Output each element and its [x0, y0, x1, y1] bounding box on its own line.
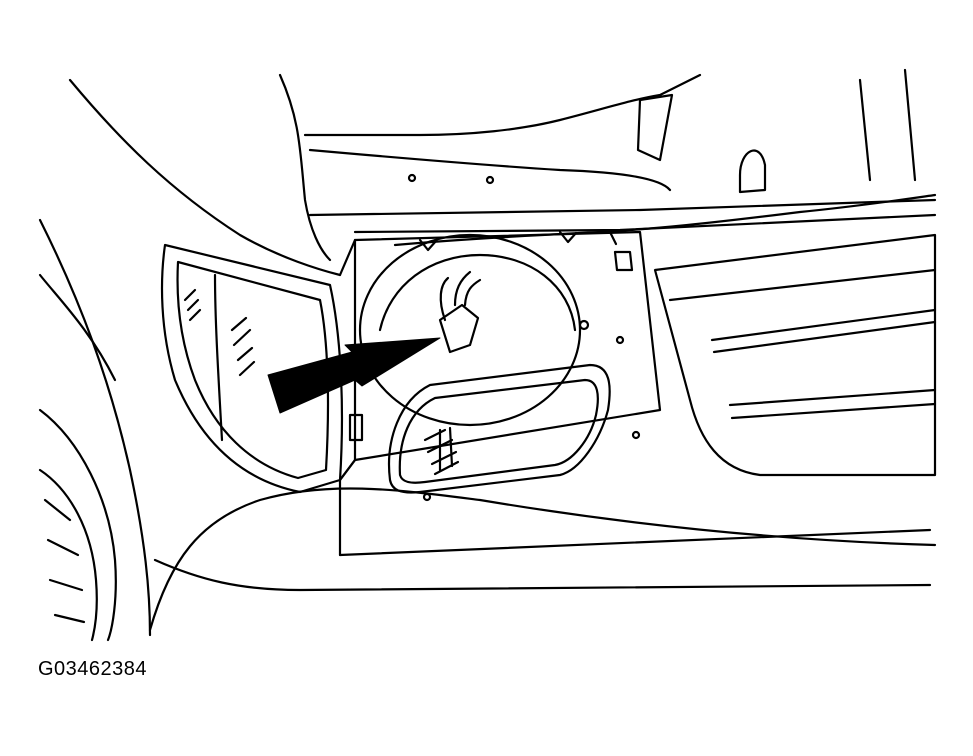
bumper-lower: [148, 487, 937, 632]
bumper-top-edge: [338, 528, 932, 557]
right-side-frame: [858, 68, 917, 182]
corner-lamp-inner: [176, 260, 330, 480]
grille-outline: [653, 233, 937, 477]
figure-id-label: G03462384: [38, 658, 148, 680]
headlamp-hatch: [423, 426, 460, 476]
pointer-arrow: [267, 337, 441, 414]
mount-bolt-2: [485, 175, 495, 185]
grille-bar-1: [668, 268, 937, 302]
wheel-arch: [38, 408, 117, 642]
connector-wires: [439, 270, 482, 322]
tire-tread-1: [43, 498, 72, 522]
tire-outer: [38, 468, 98, 642]
headlamp-lens: [388, 363, 611, 494]
mount-bolt-6: [631, 430, 641, 440]
headlamp-opening-floor: [338, 458, 357, 557]
side-bracket-2: [613, 250, 634, 272]
fender-inner-line: [38, 273, 117, 382]
headlamp-lens-inner: [398, 378, 599, 484]
bulb-connector: [438, 303, 480, 354]
mount-bolt-1: [407, 173, 417, 183]
fender-outer-line: [38, 218, 152, 637]
tire-tread-2: [46, 538, 80, 557]
hood-outline: [68, 78, 342, 277]
mount-bolt-5: [422, 492, 432, 502]
tire-tread-4: [53, 613, 86, 624]
upper-crossmember: [308, 198, 937, 217]
mount-bolt-4: [615, 335, 625, 345]
side-bracket: [348, 413, 364, 442]
lamp-hatch-2: [230, 316, 256, 377]
lamp-hatch-1: [183, 288, 202, 322]
grille-bar-2: [710, 308, 937, 354]
bumper-bottom: [153, 558, 932, 592]
grille-bar-3: [728, 388, 937, 420]
bucket-rim-inner: [378, 253, 577, 332]
strut-bracket: [636, 93, 674, 162]
headlamp-bucket: [358, 233, 582, 427]
corner-lamp-lens-divider: [213, 273, 224, 442]
hood-upper-curve: [278, 73, 332, 262]
corner-lamp-outer: [160, 243, 344, 494]
cowl-panel-2: [308, 148, 672, 192]
wire-clip-2: [558, 230, 578, 244]
crossmember-lower: [353, 213, 937, 234]
wire-clip-3: [608, 230, 618, 246]
mount-bolt-3: [578, 319, 590, 331]
latch-post: [738, 149, 767, 194]
headlamp-opening: [353, 230, 662, 462]
cowl-panel: [303, 73, 702, 137]
tire-tread-3: [48, 578, 84, 592]
